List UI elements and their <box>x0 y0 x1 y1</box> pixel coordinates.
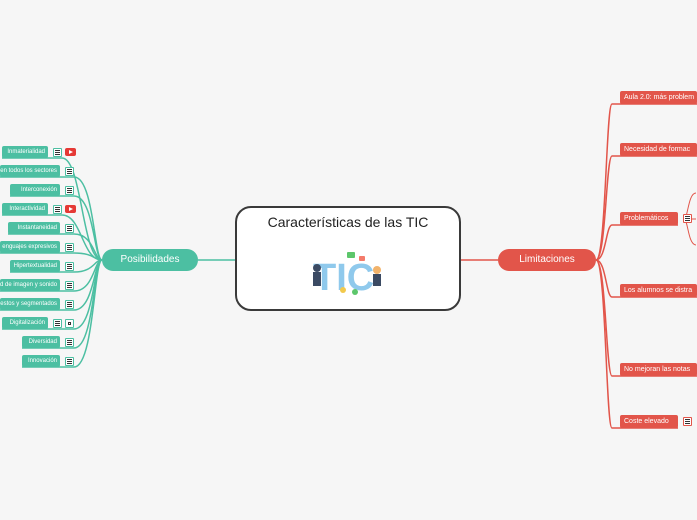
posibilidades-item[interactable]: estos y segmentados <box>0 298 60 310</box>
posibilidades-item[interactable]: Hipertextualidad <box>10 260 60 272</box>
attachment-icon[interactable] <box>65 319 74 328</box>
posibilidades-item[interactable]: Diversidad <box>22 336 60 348</box>
main-topic-posibilidades[interactable]: Posibilidades <box>102 249 198 271</box>
youtube-icon[interactable] <box>65 148 76 156</box>
limitaciones-item[interactable]: Aula 2.0: más problem <box>620 91 697 104</box>
posibilidades-item[interactable]: en todos los sectores <box>0 165 60 177</box>
posibilidades-item[interactable]: enguajes expresivos <box>0 241 60 253</box>
limitaciones-item[interactable]: Los alumnos se distra <box>620 284 697 297</box>
note-icon[interactable] <box>65 300 74 309</box>
note-icon[interactable] <box>53 319 62 328</box>
note-icon[interactable] <box>53 148 62 157</box>
central-topic[interactable]: Características de las TIC TIC <box>235 206 461 311</box>
posibilidades-item[interactable]: Innovación <box>22 355 60 367</box>
connector-limitaciones-item <box>596 260 697 376</box>
connector-posibilidades-item <box>0 253 102 260</box>
note-icon[interactable] <box>65 357 74 366</box>
note-icon[interactable] <box>65 281 74 290</box>
connector-posibilidades-item <box>22 260 102 367</box>
connector-limitaciones-item <box>596 104 697 260</box>
limitaciones-item[interactable]: No mejoran las notas <box>620 363 697 376</box>
limitaciones-item[interactable]: Problemáticos <box>620 212 678 225</box>
connector-limitaciones-item <box>596 156 697 260</box>
main-topic-limitaciones[interactable]: Limitaciones <box>498 249 596 271</box>
limitaciones-item[interactable]: Coste elevado <box>620 415 678 428</box>
note-icon[interactable] <box>53 205 62 214</box>
note-icon[interactable] <box>65 186 74 195</box>
note-icon[interactable] <box>65 167 74 176</box>
tic-illustration: TIC <box>295 240 405 306</box>
note-icon[interactable] <box>65 243 74 252</box>
note-icon[interactable] <box>65 224 74 233</box>
posibilidades-item[interactable]: Interactividad <box>2 203 48 215</box>
note-icon[interactable] <box>683 214 692 223</box>
posibilidades-item[interactable]: d de imagen y sonido <box>0 279 60 291</box>
youtube-icon[interactable] <box>65 205 76 213</box>
connector-limitaciones-item <box>596 225 678 260</box>
note-icon[interactable] <box>65 338 74 347</box>
note-icon[interactable] <box>683 417 692 426</box>
central-topic-title: Características de las TIC <box>237 214 459 230</box>
posibilidades-item[interactable]: Interconexión <box>10 184 60 196</box>
posibilidades-item[interactable]: Instantaneidad <box>8 222 60 234</box>
limitaciones-item[interactable]: Necesidad de formac <box>620 143 697 156</box>
posibilidades-item[interactable]: Inmaterialidad <box>2 146 48 158</box>
posibilidades-item[interactable]: Digitalización <box>2 317 48 329</box>
note-icon[interactable] <box>65 262 74 271</box>
